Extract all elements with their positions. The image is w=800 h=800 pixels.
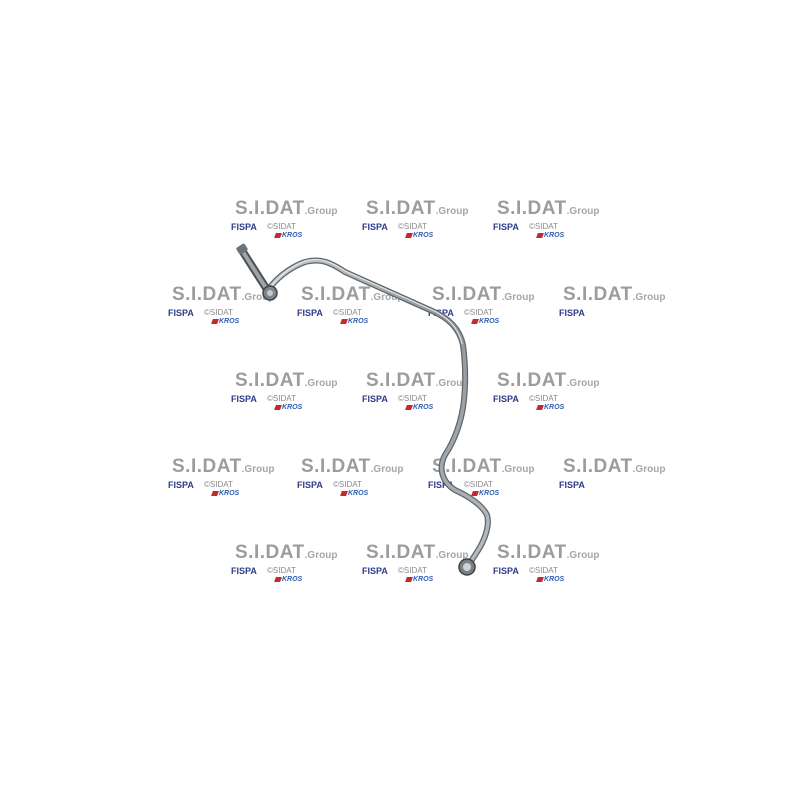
pipe-tube-outline (265, 257, 491, 569)
pipe-tube (266, 258, 490, 568)
pipe-right-fitting (458, 558, 476, 576)
pipe-highlight (269, 258, 463, 345)
pipe-left-fitting (236, 243, 278, 301)
